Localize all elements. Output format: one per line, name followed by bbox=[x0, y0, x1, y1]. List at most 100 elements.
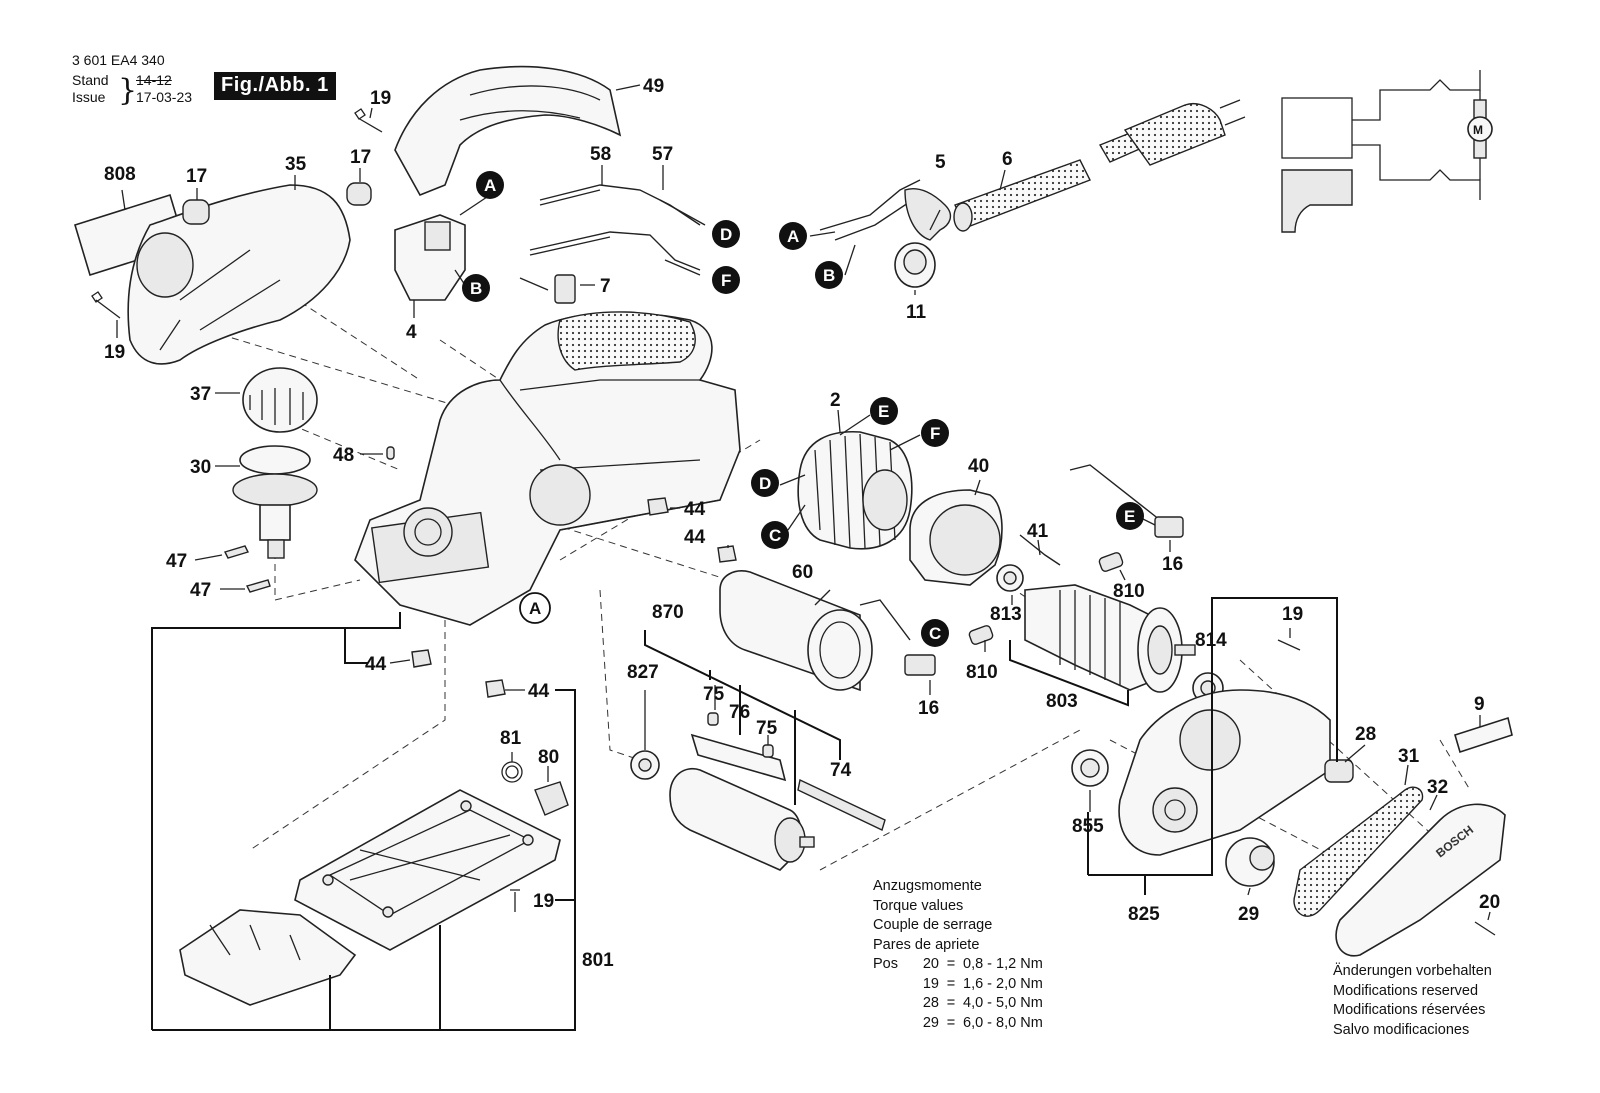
part-801-shoe bbox=[179, 909, 357, 1006]
issue-label: Issue bbox=[72, 89, 106, 105]
torque-title-es: Pares de apriete bbox=[873, 936, 980, 953]
label-6: 6 bbox=[1002, 149, 1013, 170]
switch-box bbox=[1281, 97, 1353, 159]
label-19-right: 19 bbox=[1282, 604, 1303, 625]
label-5: 5 bbox=[935, 152, 946, 173]
header-brace: } bbox=[118, 73, 138, 108]
svg-text:D: D bbox=[720, 225, 732, 244]
label-76: 76 bbox=[729, 702, 750, 723]
callout-B-cord: B bbox=[815, 261, 843, 289]
part-81-spring bbox=[501, 761, 523, 783]
torque-eq: = bbox=[946, 995, 956, 1011]
motor-symbol bbox=[1467, 116, 1493, 142]
svg-text:C: C bbox=[929, 624, 941, 643]
svg-text:A: A bbox=[787, 227, 799, 246]
label-40: 40 bbox=[968, 456, 989, 477]
svg-text:E: E bbox=[878, 402, 889, 421]
part-57-wire bbox=[529, 231, 701, 271]
part-80-lever bbox=[534, 781, 569, 816]
part-9-label bbox=[1454, 716, 1513, 754]
part-16-brush-upper bbox=[1069, 464, 1161, 521]
torque-row: 29 = 6,0 - 8,0 Nm bbox=[873, 1014, 1043, 1034]
disclaimer-fr: Modifications réservées bbox=[1333, 1002, 1486, 1018]
callout-A-switch: A bbox=[476, 171, 504, 199]
part-5-wires bbox=[819, 179, 921, 231]
issue-value: 17-03-23 bbox=[136, 89, 193, 105]
label-16-upper: 16 bbox=[1162, 554, 1183, 575]
leader-lines bbox=[116, 84, 1491, 1031]
callout-E-brush: E bbox=[1116, 502, 1144, 530]
torque-row: 28 = 4,0 - 5,0 Nm bbox=[873, 994, 1043, 1014]
part-49-handle-cover bbox=[394, 65, 622, 197]
part-74-blade bbox=[797, 778, 886, 831]
callout-C-brush: C bbox=[921, 619, 949, 647]
torque-title-de: Anzugsmomente bbox=[873, 878, 982, 894]
svg-text:F: F bbox=[930, 424, 940, 443]
connection-callouts: A B D F A B A E F D C E C bbox=[462, 171, 1144, 647]
svg-text:C: C bbox=[769, 526, 781, 545]
callout-D-stator: D bbox=[751, 469, 779, 497]
modification-disclaimer: Änderungen vorbehalten Modifications res… bbox=[1333, 962, 1492, 1040]
label-19-lower: 19 bbox=[533, 891, 554, 912]
torque-pos-label: Pos bbox=[873, 956, 898, 972]
label-37: 37 bbox=[190, 384, 211, 405]
callout-C-stator: C bbox=[761, 521, 789, 549]
figure-label: Fig./Abb. 1 bbox=[214, 72, 336, 100]
label-2: 2 bbox=[830, 390, 841, 411]
label-58: 58 bbox=[590, 144, 611, 165]
label-29: 29 bbox=[1238, 904, 1259, 925]
svg-text:D: D bbox=[759, 474, 771, 493]
part-44-nut-a bbox=[647, 497, 669, 516]
part-58-wire bbox=[539, 184, 701, 226]
torque-pos: 19 bbox=[922, 975, 939, 992]
torque-value: 4,0 - 5,0 Nm bbox=[963, 995, 1043, 1011]
label-35: 35 bbox=[285, 154, 307, 175]
label-31: 31 bbox=[1398, 746, 1420, 767]
label-810-lower: 810 bbox=[966, 662, 998, 683]
label-47-b: 47 bbox=[190, 580, 211, 601]
part-17-knob bbox=[346, 182, 372, 206]
label-30: 30 bbox=[190, 457, 211, 478]
label-81: 81 bbox=[500, 728, 522, 749]
svg-text:A: A bbox=[529, 599, 541, 618]
part-44-nut-c bbox=[411, 649, 432, 668]
disclaimer-es: Salvo modificaciones bbox=[1333, 1021, 1470, 1038]
svg-text:A: A bbox=[484, 176, 496, 195]
disclaimer-de: Änderungen vorbehalten bbox=[1333, 963, 1492, 979]
part-47-pin-2 bbox=[245, 579, 271, 593]
label-44-b: 44 bbox=[684, 527, 706, 548]
svg-text:B: B bbox=[470, 279, 482, 298]
torque-eq: = bbox=[946, 956, 956, 972]
label-827: 827 bbox=[627, 662, 659, 683]
document-number: 3 601 EA4 340 bbox=[72, 52, 165, 68]
callout-B-switch: B bbox=[462, 274, 490, 302]
label-19-top: 19 bbox=[370, 88, 391, 109]
torque-title-fr: Couple de serrage bbox=[873, 917, 993, 933]
label-48: 48 bbox=[333, 445, 354, 466]
part-35-side-cover bbox=[127, 184, 351, 365]
part-47-pin bbox=[224, 545, 249, 559]
part-48-pin bbox=[386, 446, 395, 460]
label-17: 17 bbox=[350, 147, 371, 168]
disclaimer-en: Modifications reserved bbox=[1333, 982, 1479, 999]
part-76-clamp bbox=[690, 733, 787, 782]
label-813: 813 bbox=[990, 604, 1022, 625]
label-825: 825 bbox=[1128, 904, 1160, 925]
part-44-nut-d bbox=[485, 679, 506, 698]
label-44-d: 44 bbox=[528, 681, 550, 702]
part-810-brush-lower bbox=[968, 625, 994, 645]
part-shapes: BOSCH bbox=[74, 65, 1513, 1006]
part-32-belt-cover bbox=[1335, 803, 1506, 957]
torque-row: Pos 20 = 0,8 - 1,2 Nm bbox=[873, 955, 1043, 975]
part-28-pulley bbox=[1324, 759, 1354, 783]
torque-row: 19 = 1,6 - 2,0 Nm bbox=[873, 975, 1043, 995]
label-57: 57 bbox=[652, 144, 673, 165]
callout-E-stator: E bbox=[870, 397, 898, 425]
part-31-drive-belt bbox=[1293, 786, 1424, 917]
label-855: 855 bbox=[1072, 816, 1104, 837]
label-75-b: 75 bbox=[756, 718, 778, 739]
stand-value: 14-12 bbox=[136, 72, 172, 88]
part-44-nut-b bbox=[717, 545, 737, 563]
torque-pos: 29 bbox=[922, 1014, 939, 1031]
